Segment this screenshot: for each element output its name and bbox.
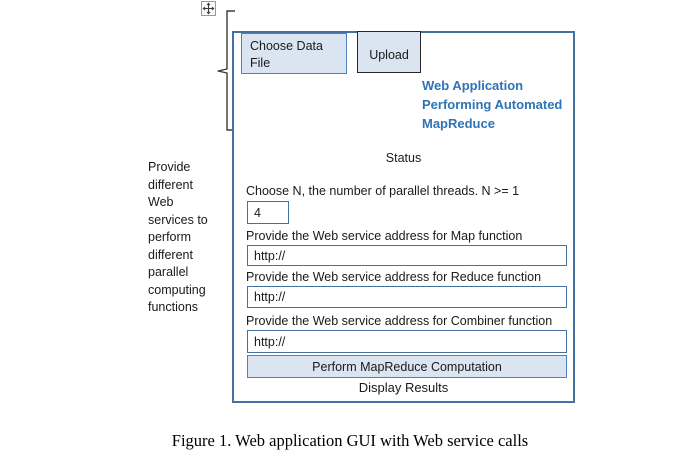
- app-title-line: Performing Automated: [422, 97, 563, 112]
- left-brace-icon: [217, 10, 235, 131]
- move-arrows-icon: [202, 2, 215, 15]
- left-annotation-line: services to: [148, 212, 208, 227]
- left-annotation-line: Provide: [148, 160, 191, 174]
- left-annotation-line: different: [148, 177, 193, 192]
- web-app-panel: Choose Data File Upload Web Application …: [232, 31, 575, 403]
- move-handle[interactable]: [201, 1, 216, 16]
- display-results-label: Display Results: [358, 380, 449, 395]
- threads-input[interactable]: [247, 201, 289, 224]
- reduce-address-label: Provide the Web service address for Redu…: [246, 270, 542, 284]
- left-annotation: Provide different Web services to perfor…: [148, 159, 228, 317]
- combiner-address-label: Provide the Web service address for Comb…: [246, 314, 553, 328]
- map-address-input[interactable]: [247, 245, 567, 266]
- upload-button[interactable]: Upload: [357, 31, 421, 73]
- left-annotation-line: functions: [148, 300, 199, 314]
- left-annotation-line: Web: [148, 195, 174, 209]
- status-label: Status: [385, 151, 422, 165]
- app-title-line: Web Application: [422, 78, 524, 93]
- left-annotation-line: perform: [148, 230, 192, 244]
- choose-data-file-button[interactable]: Choose Data File: [241, 33, 347, 74]
- threads-label: Choose N, the number of parallel threads…: [246, 184, 520, 198]
- left-annotation-line: different: [148, 247, 193, 262]
- figure-caption: Figure 1. Web application GUI with Web s…: [171, 431, 529, 450]
- left-annotation-line: parallel: [148, 265, 189, 279]
- reduce-address-input[interactable]: [247, 286, 567, 308]
- perform-mapreduce-button[interactable]: Perform MapReduce Computation: [247, 355, 567, 378]
- combiner-address-input[interactable]: [247, 330, 567, 353]
- left-annotation-line: computing: [148, 282, 206, 297]
- app-title: Web Application Performing Automated Map…: [422, 76, 562, 133]
- map-address-label: Provide the Web service address for Map …: [246, 229, 523, 243]
- app-title-line: MapReduce: [422, 116, 495, 131]
